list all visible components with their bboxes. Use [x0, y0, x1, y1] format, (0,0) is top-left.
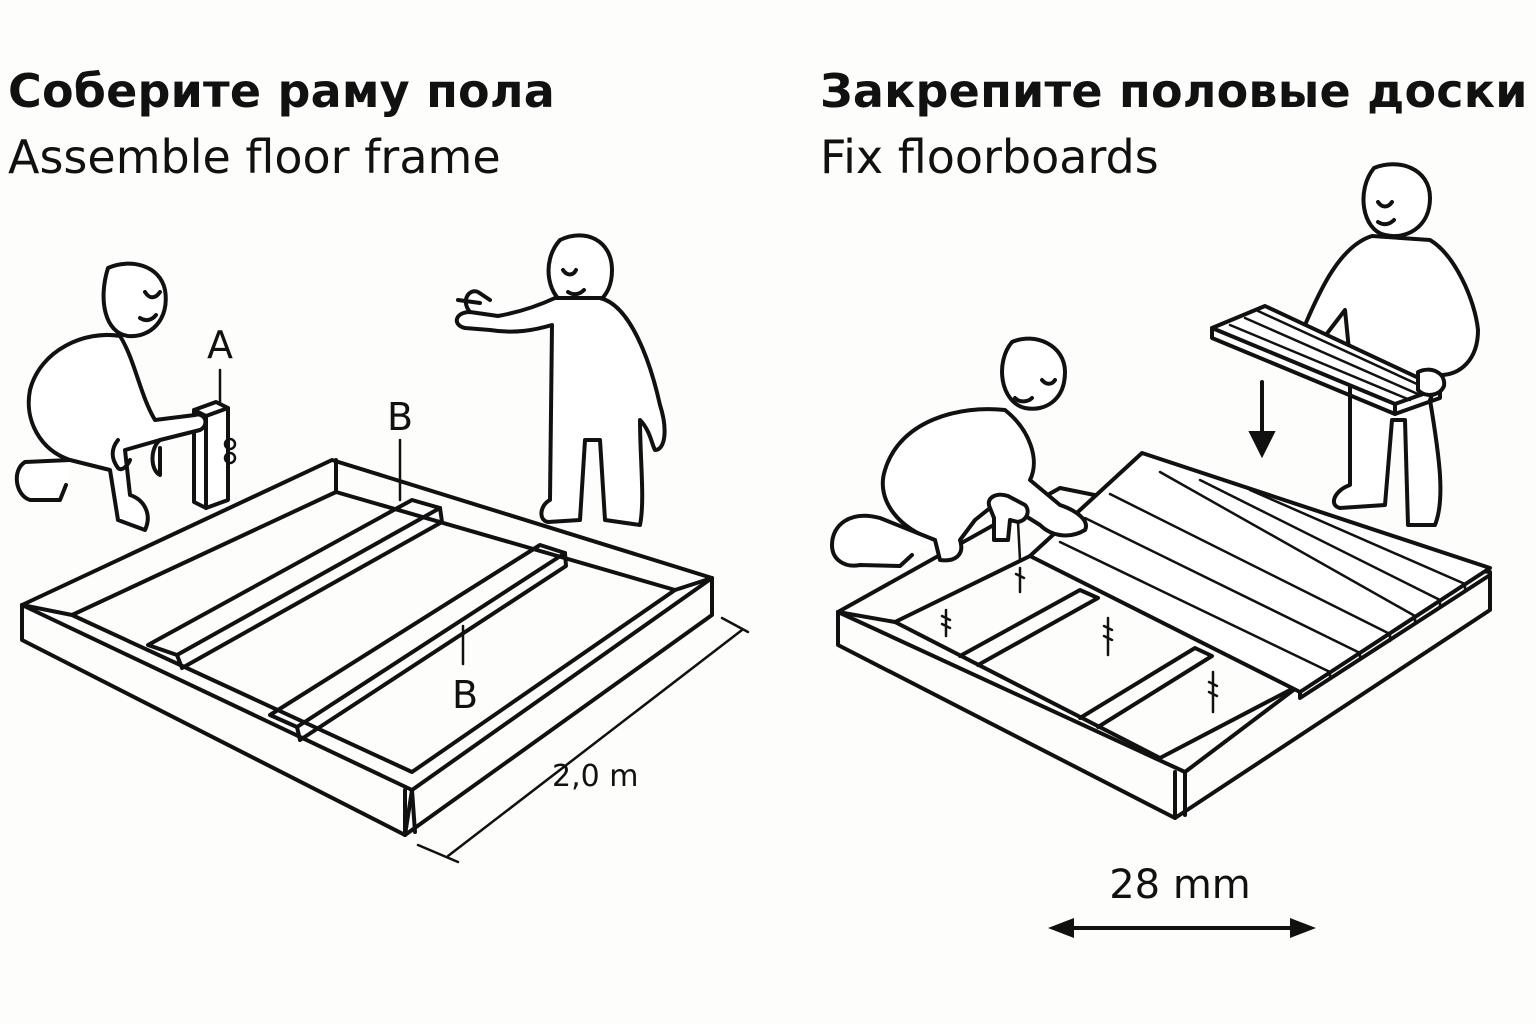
step1-panel: A B B 2,0 m	[14, 233, 750, 864]
thickness-dimension-label: 28 mm	[1109, 862, 1251, 908]
length-dimension: 2,0 m	[416, 616, 750, 864]
step1-title-en: Assemble floor frame	[8, 130, 501, 184]
floor-frame-with-boards	[836, 451, 1492, 820]
thickness-dimension: 28 mm	[1048, 862, 1316, 938]
gesturing-person-icon	[454, 233, 667, 527]
double-arrow-icon	[1048, 918, 1316, 938]
step2-title-ru: Закрепите половые доски	[820, 64, 1528, 118]
part-b-label-bottom: B	[452, 673, 478, 717]
down-arrow-icon	[1248, 380, 1276, 459]
drill-icon	[986, 492, 1030, 562]
length-dimension-label: 2,0 m	[552, 759, 638, 794]
step1-title-ru: Соберите раму пола	[8, 64, 555, 118]
kneeling-person-drill-icon	[830, 336, 1088, 568]
step2-panel: 28 mm	[830, 162, 1492, 938]
kneeling-person-icon	[14, 261, 208, 532]
step2-title-en: Fix floorboards	[820, 130, 1159, 184]
part-a-label: A	[207, 323, 233, 367]
floor-frame	[20, 458, 714, 837]
carried-floorboards-icon	[1210, 304, 1447, 416]
part-b-label-top: B	[387, 395, 413, 439]
part-a-post	[192, 368, 237, 510]
